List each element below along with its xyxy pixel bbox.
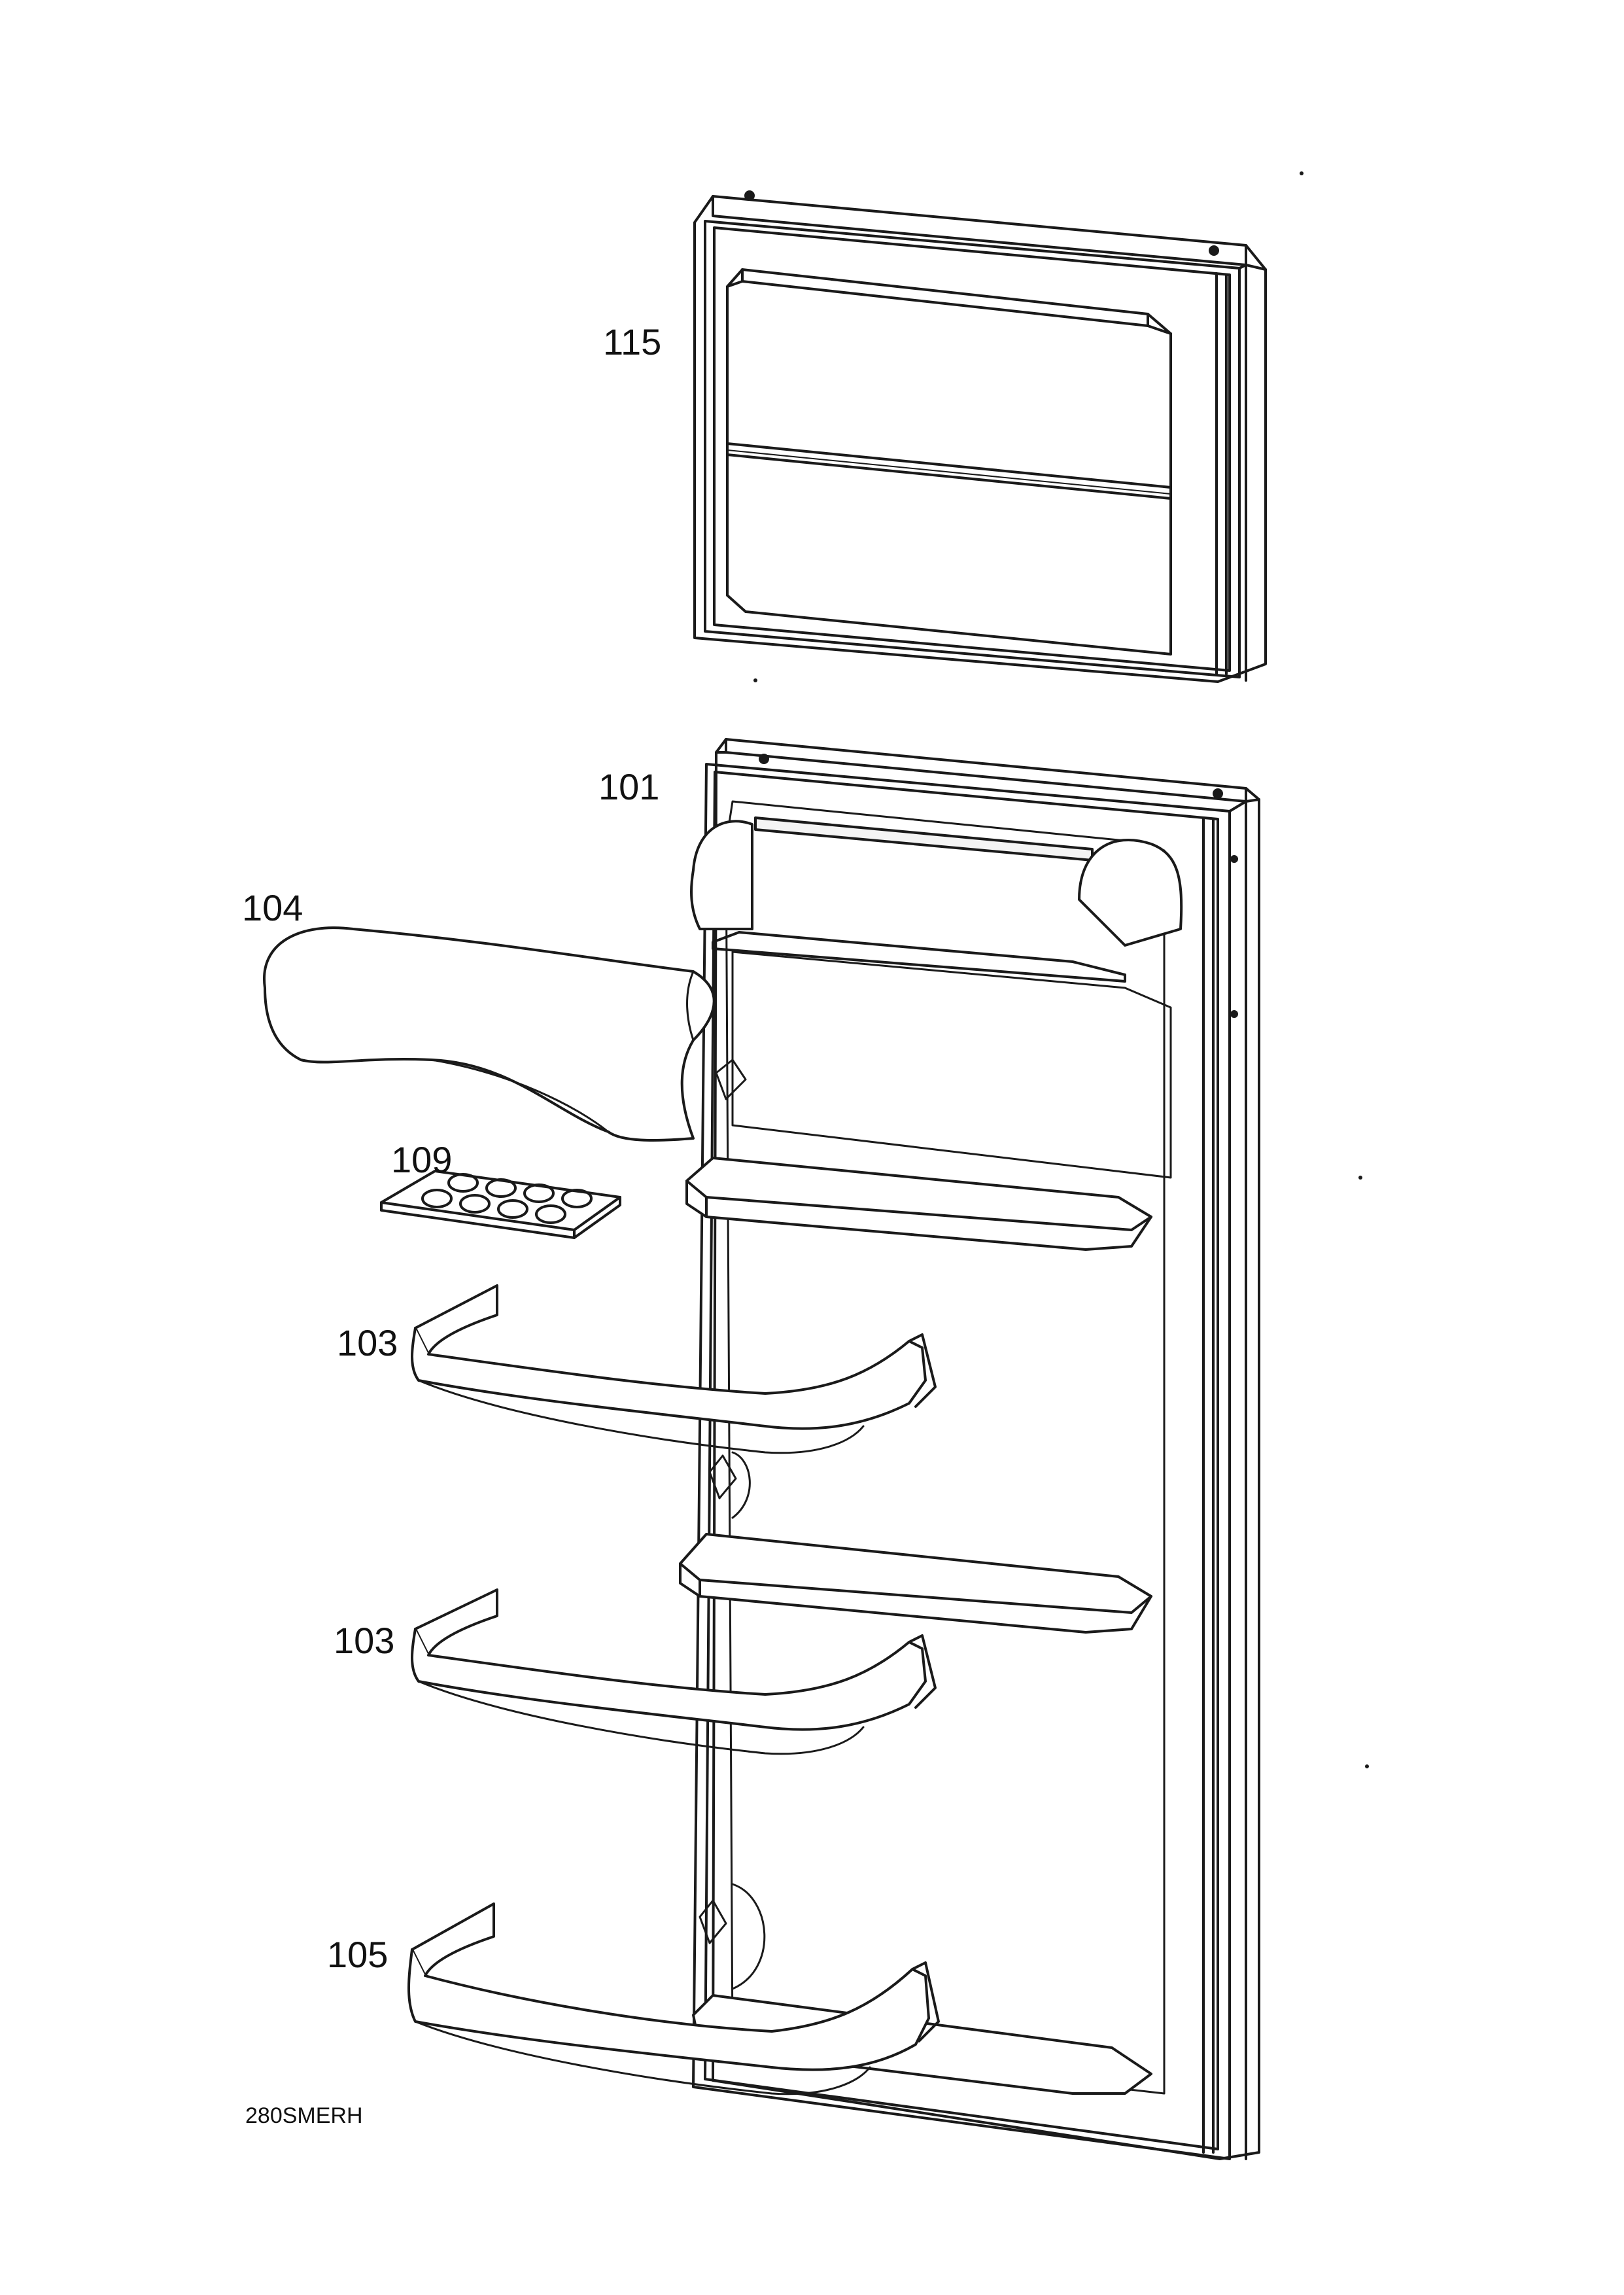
fridge-door: [679, 738, 1260, 2160]
part-label-101: 101: [598, 766, 660, 807]
part-103-bin-lower: [411, 1588, 937, 1755]
part-105-bin-bottom: [407, 1902, 940, 2095]
drawing-code: 280SMERH: [245, 2103, 363, 2128]
part-109-egg-tray: [380, 1170, 621, 1239]
part-label-105: 105: [327, 1934, 389, 1975]
part-103-bin-upper: [411, 1284, 937, 1454]
freezer-door: [693, 190, 1267, 683]
stray-dots: [753, 171, 1369, 1768]
part-label-115: 115: [603, 321, 662, 362]
part-label-109: 109: [391, 1139, 453, 1180]
part-104-cover: [262, 926, 716, 1142]
part-label-103-lower: 103: [334, 1620, 395, 1661]
part-label-103-upper: 103: [337, 1322, 398, 1363]
part-label-104: 104: [242, 887, 303, 928]
